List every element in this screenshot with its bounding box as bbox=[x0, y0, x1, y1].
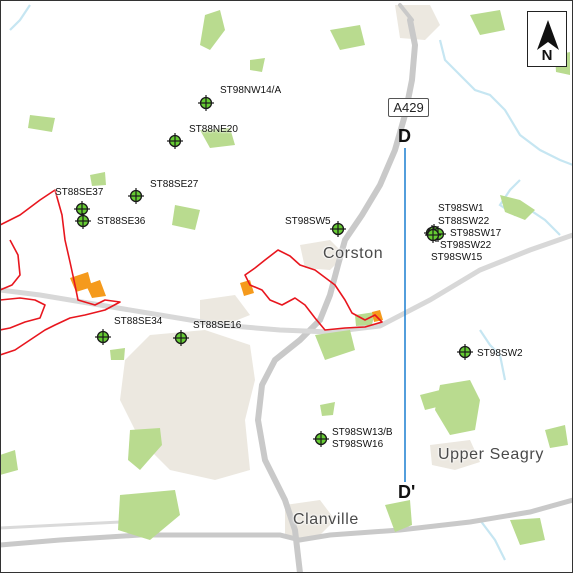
section-start-label: D bbox=[398, 126, 411, 146]
site-marker-icon[interactable] bbox=[198, 95, 214, 111]
site-label: ST98SW16 bbox=[332, 439, 384, 450]
site-label: ST88NE20 bbox=[189, 124, 238, 135]
site-marker-icon[interactable] bbox=[95, 329, 111, 345]
site-label: ST98SW15 bbox=[431, 252, 483, 263]
site-label: ST98SW2 bbox=[477, 348, 523, 359]
place-clanville: Clanville bbox=[293, 511, 359, 528]
north-arrow-icon bbox=[537, 20, 559, 50]
place-upper-seagry: Upper Seagry bbox=[438, 446, 544, 463]
site-label: ST98SW1 bbox=[438, 203, 484, 214]
site-marker-icon[interactable] bbox=[173, 330, 189, 346]
site-marker-icon[interactable] bbox=[167, 133, 183, 149]
site-label: ST88SE34 bbox=[114, 316, 163, 327]
site-marker-icon[interactable] bbox=[457, 344, 473, 360]
site-marker-icon[interactable] bbox=[75, 213, 91, 229]
north-arrow: N bbox=[527, 11, 567, 67]
site-label: ST88SE16 bbox=[193, 320, 242, 331]
site-label: ST98SW22 bbox=[440, 240, 492, 251]
site-marker-icon[interactable] bbox=[330, 221, 346, 237]
site-label: ST88SE27 bbox=[150, 179, 199, 190]
site-label: ST98SW17 bbox=[450, 228, 502, 239]
water bbox=[9, 4, 573, 561]
site-label: ST98NW14/A bbox=[220, 85, 282, 96]
north-arrow-label: N bbox=[541, 47, 553, 64]
site-marker-icon[interactable] bbox=[313, 431, 329, 447]
site-label: ST88SW22 bbox=[438, 216, 490, 227]
road-shield-a429: A429 bbox=[388, 98, 429, 117]
site-label: ST98SW13/B bbox=[332, 427, 393, 438]
site-marker-icon[interactable] bbox=[128, 188, 144, 204]
site-label: ST98SW5 bbox=[285, 216, 331, 227]
woodland bbox=[0, 10, 570, 545]
boundary-lines bbox=[0, 189, 383, 356]
section-end-label: D' bbox=[398, 482, 416, 502]
place-corston: Corston bbox=[323, 245, 384, 262]
site-label: ST88SE36 bbox=[97, 216, 146, 227]
site-marker-icon[interactable] bbox=[74, 201, 90, 217]
site-label: ST88SE37 bbox=[55, 187, 104, 198]
site-marker-icon[interactable] bbox=[425, 227, 441, 243]
